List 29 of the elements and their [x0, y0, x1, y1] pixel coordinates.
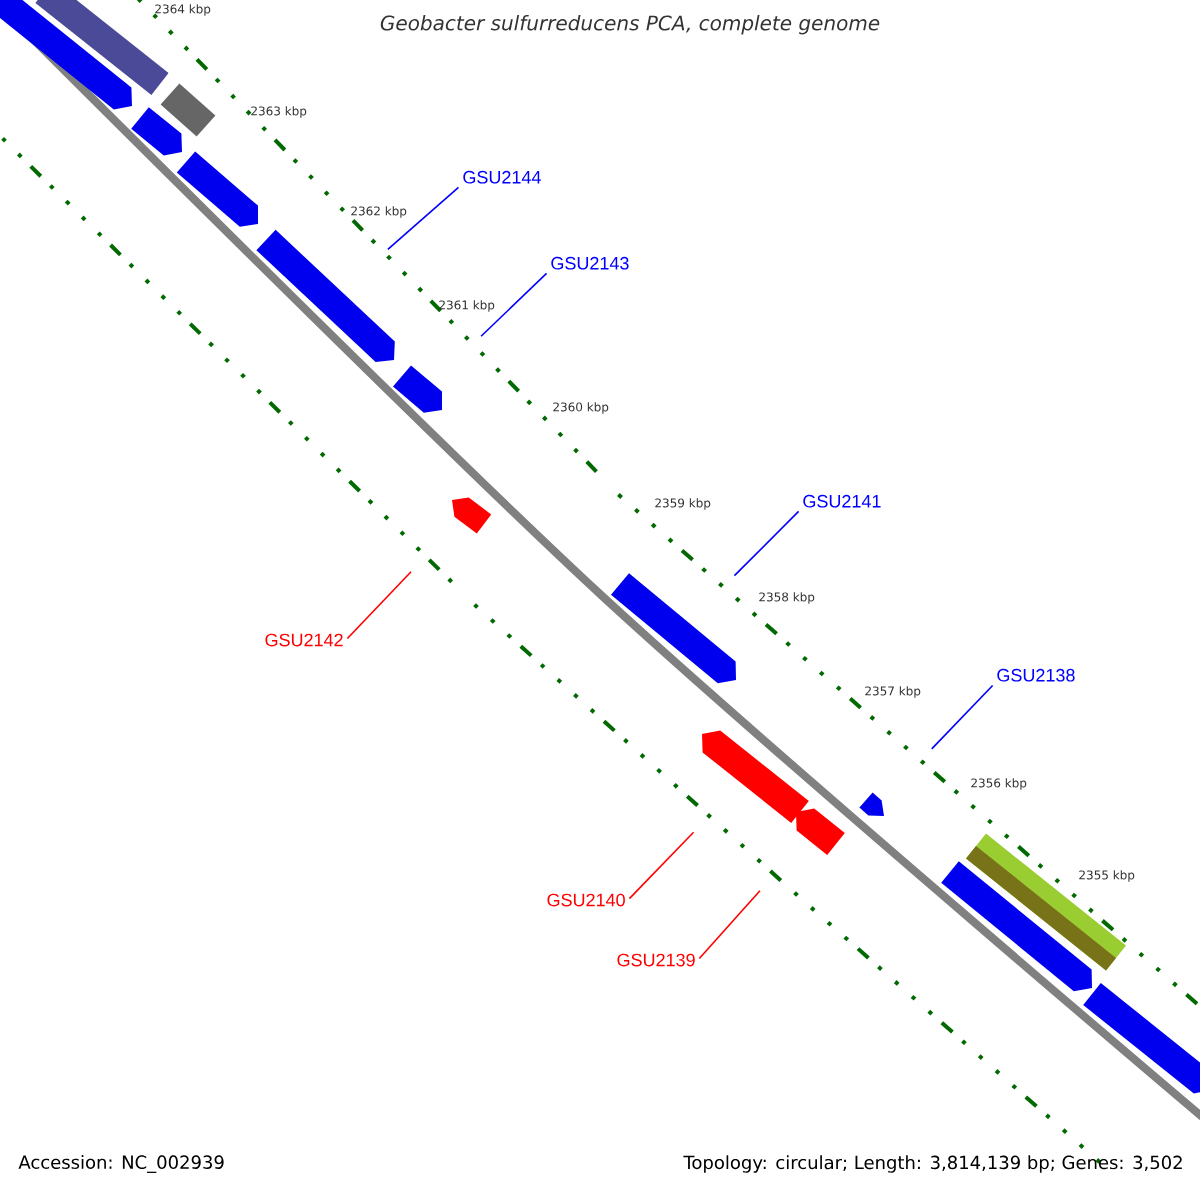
leader-line — [480, 272, 548, 338]
gene-marker — [796, 808, 845, 855]
gene-marker — [393, 365, 442, 413]
gene-label: GSU2143 — [551, 256, 629, 270]
gene-marker — [0, 0, 132, 110]
leader-line — [346, 570, 412, 640]
gene-label: GSU2144 — [463, 170, 541, 184]
accession-text: Accession: NC_002939 — [18, 1155, 224, 1173]
leader-line — [628, 831, 695, 900]
gene-marker — [452, 497, 492, 534]
genome-info-text: Topology: circular; Length: 3,814,139 bp; Genes: 3,502 — [683, 1155, 1182, 1173]
gene-label: GSU2139 — [617, 953, 695, 967]
gene-marker — [859, 792, 884, 816]
gene-marker — [176, 151, 258, 227]
gene-label: GSU2140 — [547, 893, 625, 907]
gene-label: GSU2141 — [803, 494, 881, 508]
leader-line — [930, 684, 994, 750]
gene-marker — [1083, 983, 1200, 1094]
leader-line — [698, 889, 761, 960]
gene-marker — [702, 730, 809, 823]
gene-marker — [131, 107, 182, 156]
gene-marker — [256, 229, 395, 362]
leader-line — [387, 186, 460, 251]
gene-marker — [611, 573, 736, 684]
gene-marker — [160, 83, 216, 137]
leader-line — [733, 510, 800, 577]
gene-label: GSU2138 — [997, 668, 1075, 682]
title: Geobacter sulfurreducens PCA, complete genome — [380, 15, 880, 35]
gene-label: GSU2142 — [265, 633, 343, 647]
